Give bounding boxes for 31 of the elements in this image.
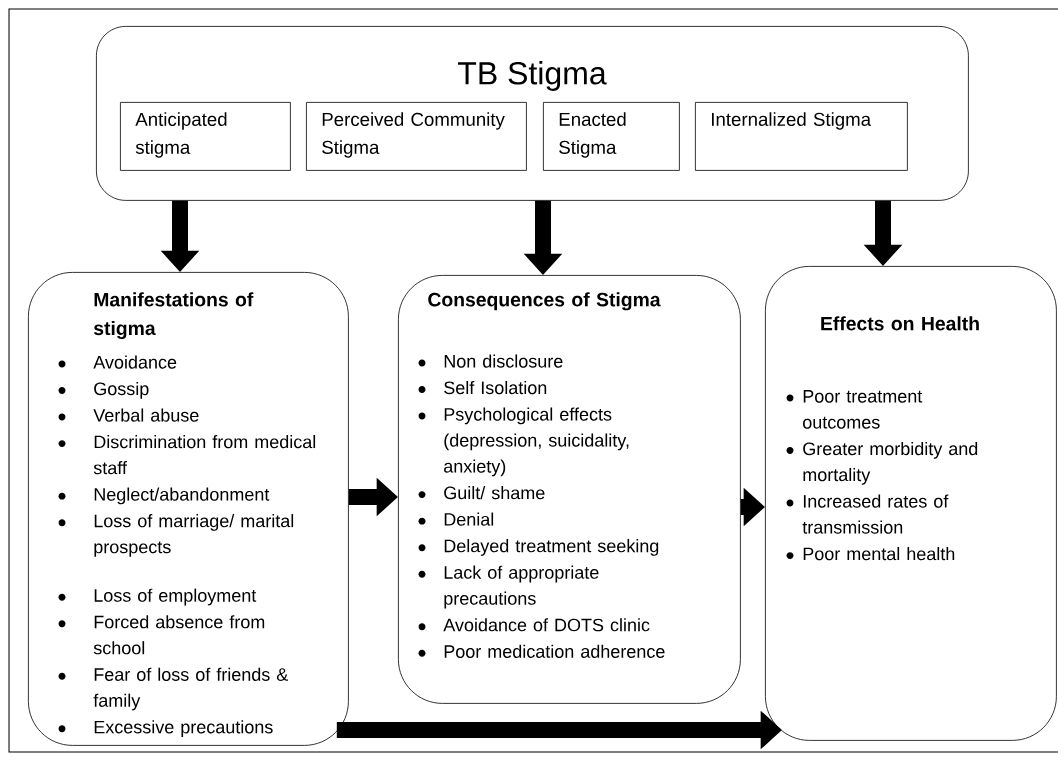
stigma-type-box: Enacted Stigma xyxy=(543,102,680,171)
list-item: Verbal abuse xyxy=(93,408,199,422)
list-item: Avoidance of DOTS clinic xyxy=(443,618,650,632)
list-item: Psychological effects (depression, suicidality, anxiety) xyxy=(444,407,629,477)
list-item: Greater morbidity and mortality xyxy=(803,441,978,485)
list-item: Forced absence from school xyxy=(93,615,265,655)
stigma-type-box: Internalized Stigma xyxy=(695,102,908,171)
list-item: Discrimination from medical staff xyxy=(93,435,316,475)
list-item: Poor treatment outcomes xyxy=(803,390,923,429)
list-item: Guilt/ shame xyxy=(444,486,545,500)
heading: Consequences of Stigma xyxy=(428,292,661,311)
title: TB Stigma xyxy=(458,61,607,91)
list-item: Excessive precautions xyxy=(94,720,273,737)
list-item: Gossip xyxy=(94,381,149,399)
list-item: Self Isolation xyxy=(444,380,547,395)
stigma-type-box: Anticipated stigma xyxy=(120,102,291,171)
stigma-type-box: Perceived Community Stigma xyxy=(306,102,527,171)
list-item: Non disclosure xyxy=(444,354,563,368)
list-item: Lack of appropriate precautions xyxy=(444,565,599,609)
heading: Effects on Health xyxy=(821,316,979,331)
list-item: Loss of marriage/ marital prospects xyxy=(94,514,294,557)
list-item: Fear of loss of friends & family xyxy=(93,667,289,711)
list-item: Delayed treatment seeking xyxy=(444,539,659,556)
list-item: Poor mental health xyxy=(803,547,955,561)
list-item: Avoidance xyxy=(93,355,177,369)
list-item: Poor medication adherence xyxy=(444,644,665,658)
list-item: Neglect/abandonment xyxy=(94,487,270,505)
list-item: Increased rates of transmission xyxy=(802,494,949,534)
list-item: Denial xyxy=(444,512,494,526)
heading: Manifestations of stigma xyxy=(93,292,254,340)
list-item: Loss of employment xyxy=(94,588,257,606)
